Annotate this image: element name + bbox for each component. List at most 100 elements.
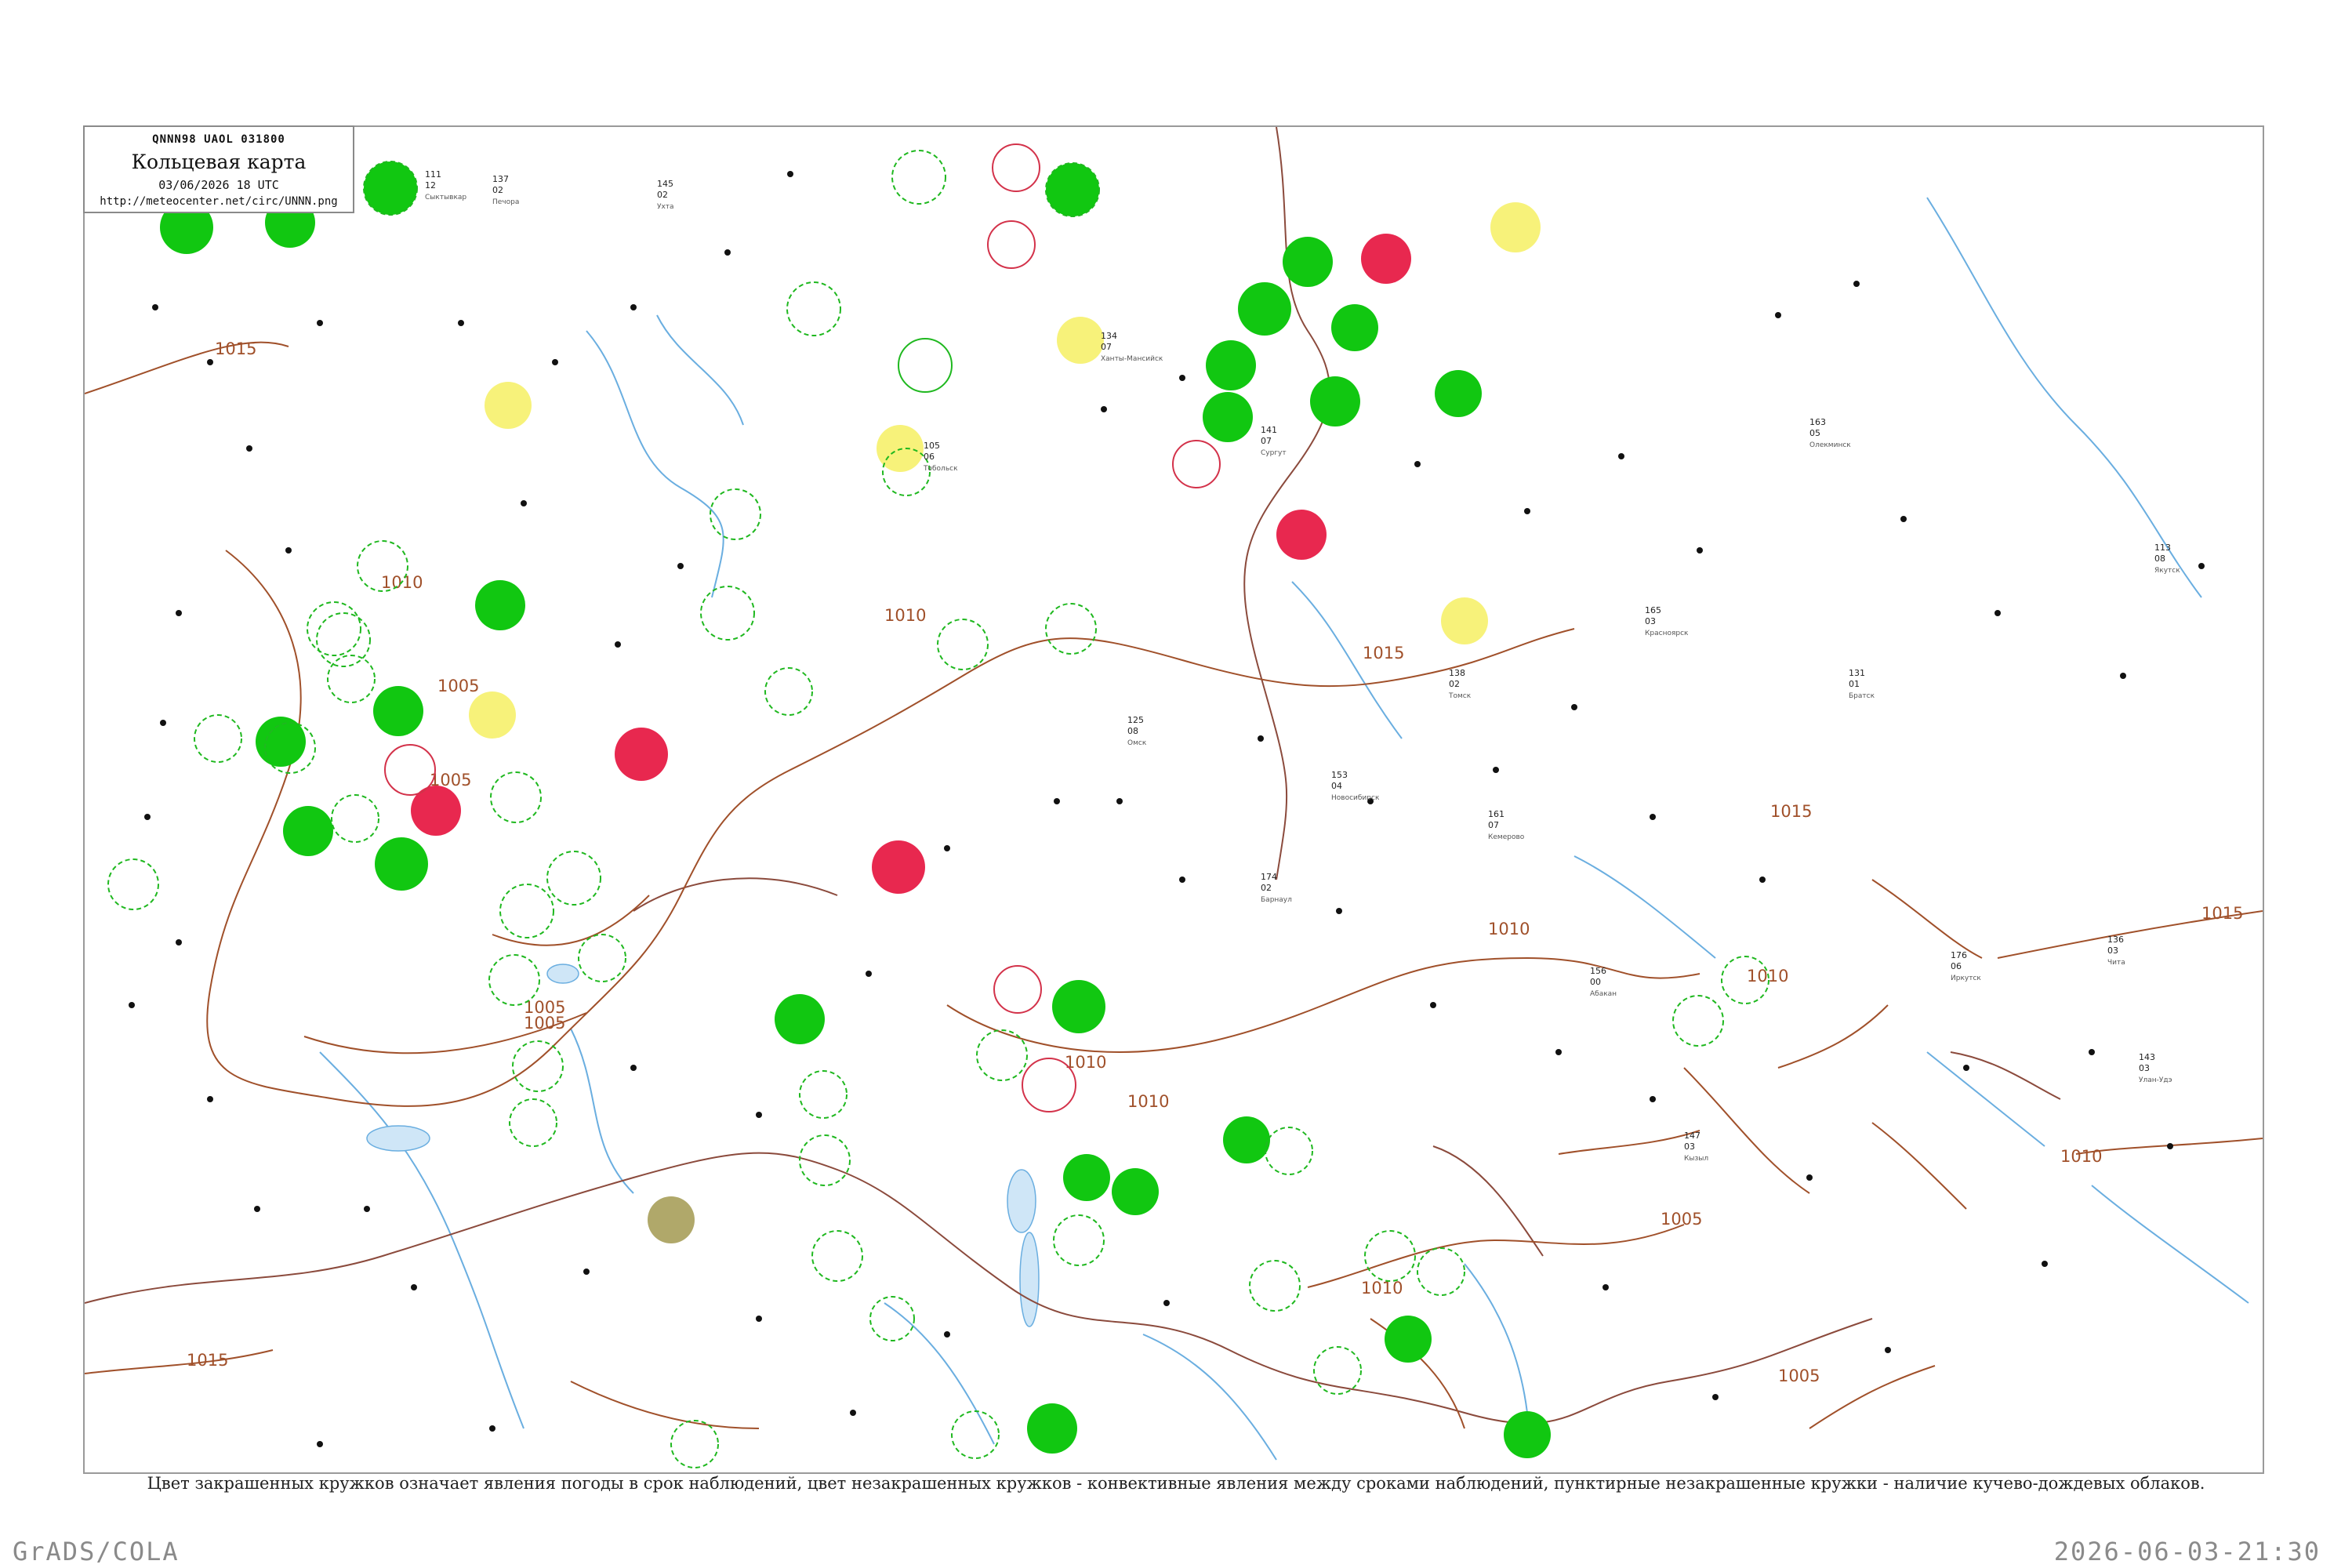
rivers [319, 197, 2249, 1461]
shower-circle [1052, 980, 1105, 1033]
station-vis: 03 [2107, 946, 2118, 956]
shower-circle [1310, 376, 1360, 426]
drizzle-circle [469, 691, 516, 739]
drizzle-circle [1490, 202, 1541, 252]
cb-cloud-circle [1721, 956, 1769, 1004]
cb-cloud-circle [331, 794, 379, 843]
thunder-ring [987, 220, 1036, 269]
thunderstorm-circle [1361, 234, 1411, 284]
cb-cloud-circle [786, 281, 841, 336]
station-vis: 00 [1590, 977, 1601, 987]
isobar-label: 1010 [1488, 920, 1530, 938]
shower-circle [283, 806, 333, 856]
station-name: Кемерово [1488, 833, 1525, 841]
isobar-label: 1015 [2201, 904, 2243, 923]
shower-circle [1283, 237, 1333, 287]
weather-map: 1015 1010 1005 1005 1010 1015 1015 1010 … [83, 125, 2264, 1474]
bulletin-code: QNNN98 UAOL 031800 [152, 133, 285, 146]
station-temp: 111 [425, 169, 441, 180]
cb-cloud-circle [976, 1029, 1028, 1081]
cb-cloud-circle [764, 667, 813, 716]
station-vis: 08 [1127, 726, 1138, 736]
station-temp: 143 [2139, 1052, 2155, 1062]
cb-cloud-circle [1364, 1230, 1416, 1282]
station-name: Сыктывкар [425, 194, 466, 201]
station-vis: 03 [1645, 616, 1656, 626]
station-name: Абакан [1590, 990, 1617, 998]
software-credit: GrADS/COLA [13, 1537, 180, 1566]
station-vis: 03 [1684, 1142, 1695, 1152]
map-url[interactable]: http://meteocenter.net/circ/UNNN.png [100, 195, 338, 208]
cb-cloud-circle [700, 586, 755, 641]
shower-circle [1045, 162, 1100, 217]
station-vis: 12 [425, 180, 436, 191]
station-readouts: 111 12 Сыктывкар 145 02 Ухта 137 02 Печо… [425, 169, 2180, 1163]
cb-cloud-circle [1672, 995, 1724, 1047]
station-temp: 138 [1449, 668, 1465, 678]
map-datetime: 03/06/2026 18 UTC [158, 178, 279, 192]
station-name: Томск [1448, 692, 1472, 700]
shower-circle [1385, 1316, 1432, 1363]
isobar-label: 1010 [1361, 1279, 1403, 1298]
cb-cloud-circle [1053, 1214, 1105, 1266]
map-canvas: 1015 1010 1005 1005 1010 1015 1015 1010 … [85, 127, 2263, 1468]
station-vis: 06 [1951, 961, 1962, 971]
shower-circle [375, 837, 428, 891]
cb-cloud-circle [107, 858, 159, 910]
isobar-label: 1010 [884, 606, 926, 625]
shower-circle [1223, 1116, 1270, 1163]
map-title-box: QNNN98 UAOL 031800 Кольцевая карта 03/06… [83, 125, 354, 213]
shower-circle [1203, 392, 1253, 442]
station-vis: 08 [2154, 554, 2165, 564]
cb-cloud-circle [499, 884, 554, 938]
station-vis: 05 [1809, 428, 1820, 438]
station-name: Омск [1127, 739, 1147, 747]
isobar-label: 1010 [1065, 1053, 1106, 1072]
thunderstorm-circle [615, 728, 668, 781]
station-vis: 06 [924, 452, 935, 462]
station-vis: 07 [1261, 436, 1272, 446]
isobars [85, 341, 2263, 1429]
station-temp: 125 [1127, 715, 1144, 725]
shower-circle [363, 161, 418, 216]
thunderstorm-circle [872, 840, 925, 894]
station-temp: 137 [492, 174, 509, 184]
isobar-label: 1015 [1363, 644, 1404, 662]
drizzle-circle [1057, 317, 1104, 364]
drizzle-circle [877, 425, 924, 472]
cb-cloud-circle [891, 150, 946, 205]
cb-cloud-circle [1313, 1346, 1362, 1395]
shower-circle [256, 717, 306, 767]
drizzle-circle [1441, 597, 1488, 644]
shower-circle [1331, 304, 1378, 351]
thunder-ring [384, 744, 436, 796]
station-vis: 01 [1849, 679, 1860, 689]
station-name: Улан-Удэ [2139, 1076, 2172, 1084]
cb-cloud-circle [194, 714, 242, 763]
cb-cloud-circle [951, 1410, 1000, 1459]
cb-cloud-circle [670, 1420, 719, 1468]
station-temp: 113 [2154, 543, 2171, 553]
haze-circle [648, 1196, 695, 1243]
station-temp: 161 [1488, 809, 1504, 819]
station-vis: 04 [1331, 781, 1342, 791]
station-temp: 163 [1809, 417, 1826, 427]
station-temp: 141 [1261, 425, 1277, 435]
cb-cloud-circle [1265, 1127, 1313, 1175]
cb-cloud-circle [578, 934, 626, 982]
cb-cloud-circle [488, 954, 540, 1006]
station-vis: 02 [1449, 679, 1460, 689]
cb-cloud-circle [937, 619, 989, 670]
station-temp: 147 [1684, 1131, 1700, 1141]
station-temp: 136 [2107, 935, 2124, 945]
isobar-label: 1015 [1770, 802, 1812, 821]
cb-cloud-circle [710, 488, 761, 540]
station-name: Печора [492, 198, 519, 206]
isobar-label: 1005 [524, 1014, 565, 1033]
station-temp: 156 [1590, 966, 1606, 976]
cb-cloud-circle [307, 601, 361, 656]
station-name: Иркутск [1951, 975, 1981, 982]
station-vis: 03 [2139, 1063, 2150, 1073]
station-vis: 07 [1488, 820, 1499, 830]
station-dots [129, 171, 2205, 1447]
